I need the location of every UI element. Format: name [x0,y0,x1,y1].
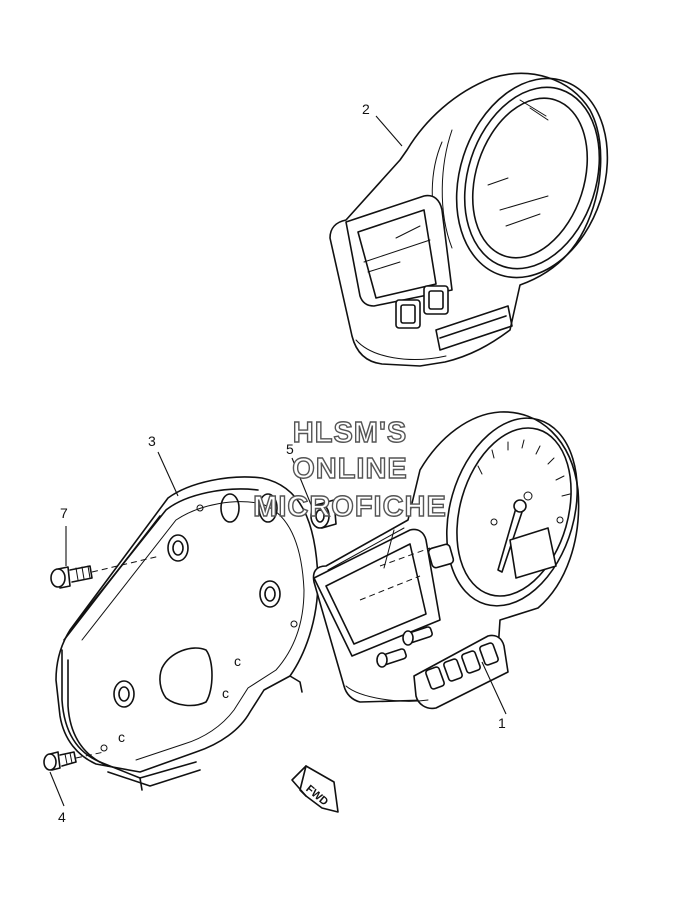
adjust-knob-2 [376,648,407,668]
lcd-panel [313,528,441,657]
watermark-line-3: MICROFICHE [253,491,447,523]
screw-part-7 [50,555,161,589]
watermark-line-1: HLSM'S [293,417,407,449]
meter-cover-part [329,72,609,367]
grommet-part [310,499,337,529]
watermark-line-2: ONLINE [292,453,408,485]
callout-3: 3 [148,433,156,449]
svg-text:c: c [234,653,241,669]
forward-direction-arrow: FWD [291,765,339,813]
cover-button-left [395,299,421,329]
watermark: HLSM'S ONLINE MICROFICHE [252,416,447,523]
callout-1: 1 [498,715,506,731]
callout-7: 7 [60,505,68,521]
svg-text:c: c [222,685,229,701]
dial-digital-window [509,527,557,579]
callout-5: 5 [286,441,294,457]
cover-button-right [423,285,449,315]
svg-text:c: c [118,729,125,745]
meter-assembly-part [312,411,580,710]
adjust-knob-1 [402,626,433,646]
callout-2: 2 [362,101,370,117]
rear-case-connector [159,647,213,707]
rear-case-boss-3 [113,680,135,708]
rear-case-boss-1 [167,534,189,562]
rear-case-boss-2 [259,580,281,608]
rear-case-part: c c c [55,476,319,791]
screw-part-4 [43,751,105,771]
callout-4: 4 [58,809,66,825]
